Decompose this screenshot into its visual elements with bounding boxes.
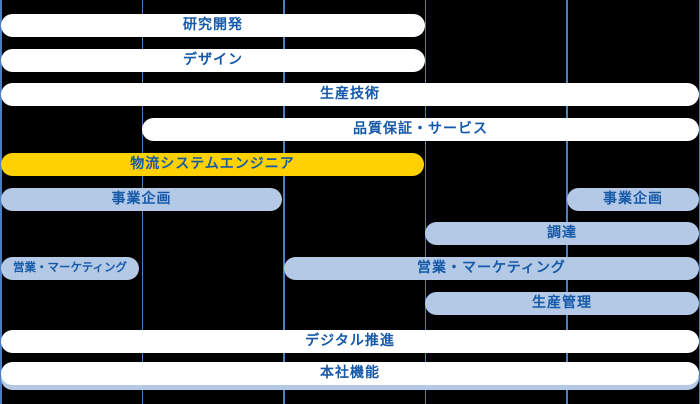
grid-line bbox=[698, 0, 700, 404]
bar-business-planning-right[interactable]: 事業企画 bbox=[567, 187, 699, 211]
bar-sales-marketing-left[interactable]: 営業・マーケティング bbox=[1, 256, 139, 280]
bar-label: 本社機能 bbox=[320, 365, 380, 382]
bar-label: 生産技術 bbox=[320, 86, 380, 103]
grid-line bbox=[566, 0, 568, 404]
bar-label: 品質保証・サービス bbox=[353, 121, 488, 138]
bar-label: デザイン bbox=[183, 51, 243, 68]
bar-label: 調達 bbox=[547, 225, 577, 242]
bar-design[interactable]: デザイン bbox=[1, 48, 425, 72]
bar-label: 事業企画 bbox=[111, 190, 172, 207]
bar-production-management[interactable]: 生産管理 bbox=[425, 291, 699, 315]
bar-digital-promotion[interactable]: デジタル推進 bbox=[1, 329, 699, 353]
bar-label: 研究開発 bbox=[183, 17, 243, 33]
bar-label: 営業・マーケティング bbox=[417, 259, 566, 276]
bar-production-engineering[interactable]: 生産技術 bbox=[1, 83, 699, 107]
bar-head-office-functions[interactable]: 本社機能 bbox=[1, 362, 699, 386]
bar-procurement[interactable]: 調達 bbox=[425, 222, 699, 246]
grid-line bbox=[424, 0, 426, 404]
bar-business-planning-left[interactable]: 事業企画 bbox=[1, 187, 282, 211]
bar-sales-marketing-right[interactable]: 営業・マーケティング bbox=[284, 256, 699, 280]
bar-label: 営業・マーケティング bbox=[12, 260, 128, 275]
bar-research-development[interactable]: 研究開発 bbox=[1, 14, 425, 37]
bar-label: 生産管理 bbox=[532, 294, 592, 311]
grid-line bbox=[283, 0, 285, 404]
bar-label: デジタル推進 bbox=[305, 332, 395, 349]
bar-quality-assurance-service[interactable]: 品質保証・サービス bbox=[142, 118, 699, 142]
grid-line bbox=[0, 0, 2, 404]
bar-label: 物流システムエンジニア bbox=[130, 155, 295, 172]
bar-logistics-system-engineer-highlighted[interactable]: 物流システムエンジニア bbox=[1, 152, 424, 176]
bar-label: 事業企画 bbox=[603, 190, 663, 207]
